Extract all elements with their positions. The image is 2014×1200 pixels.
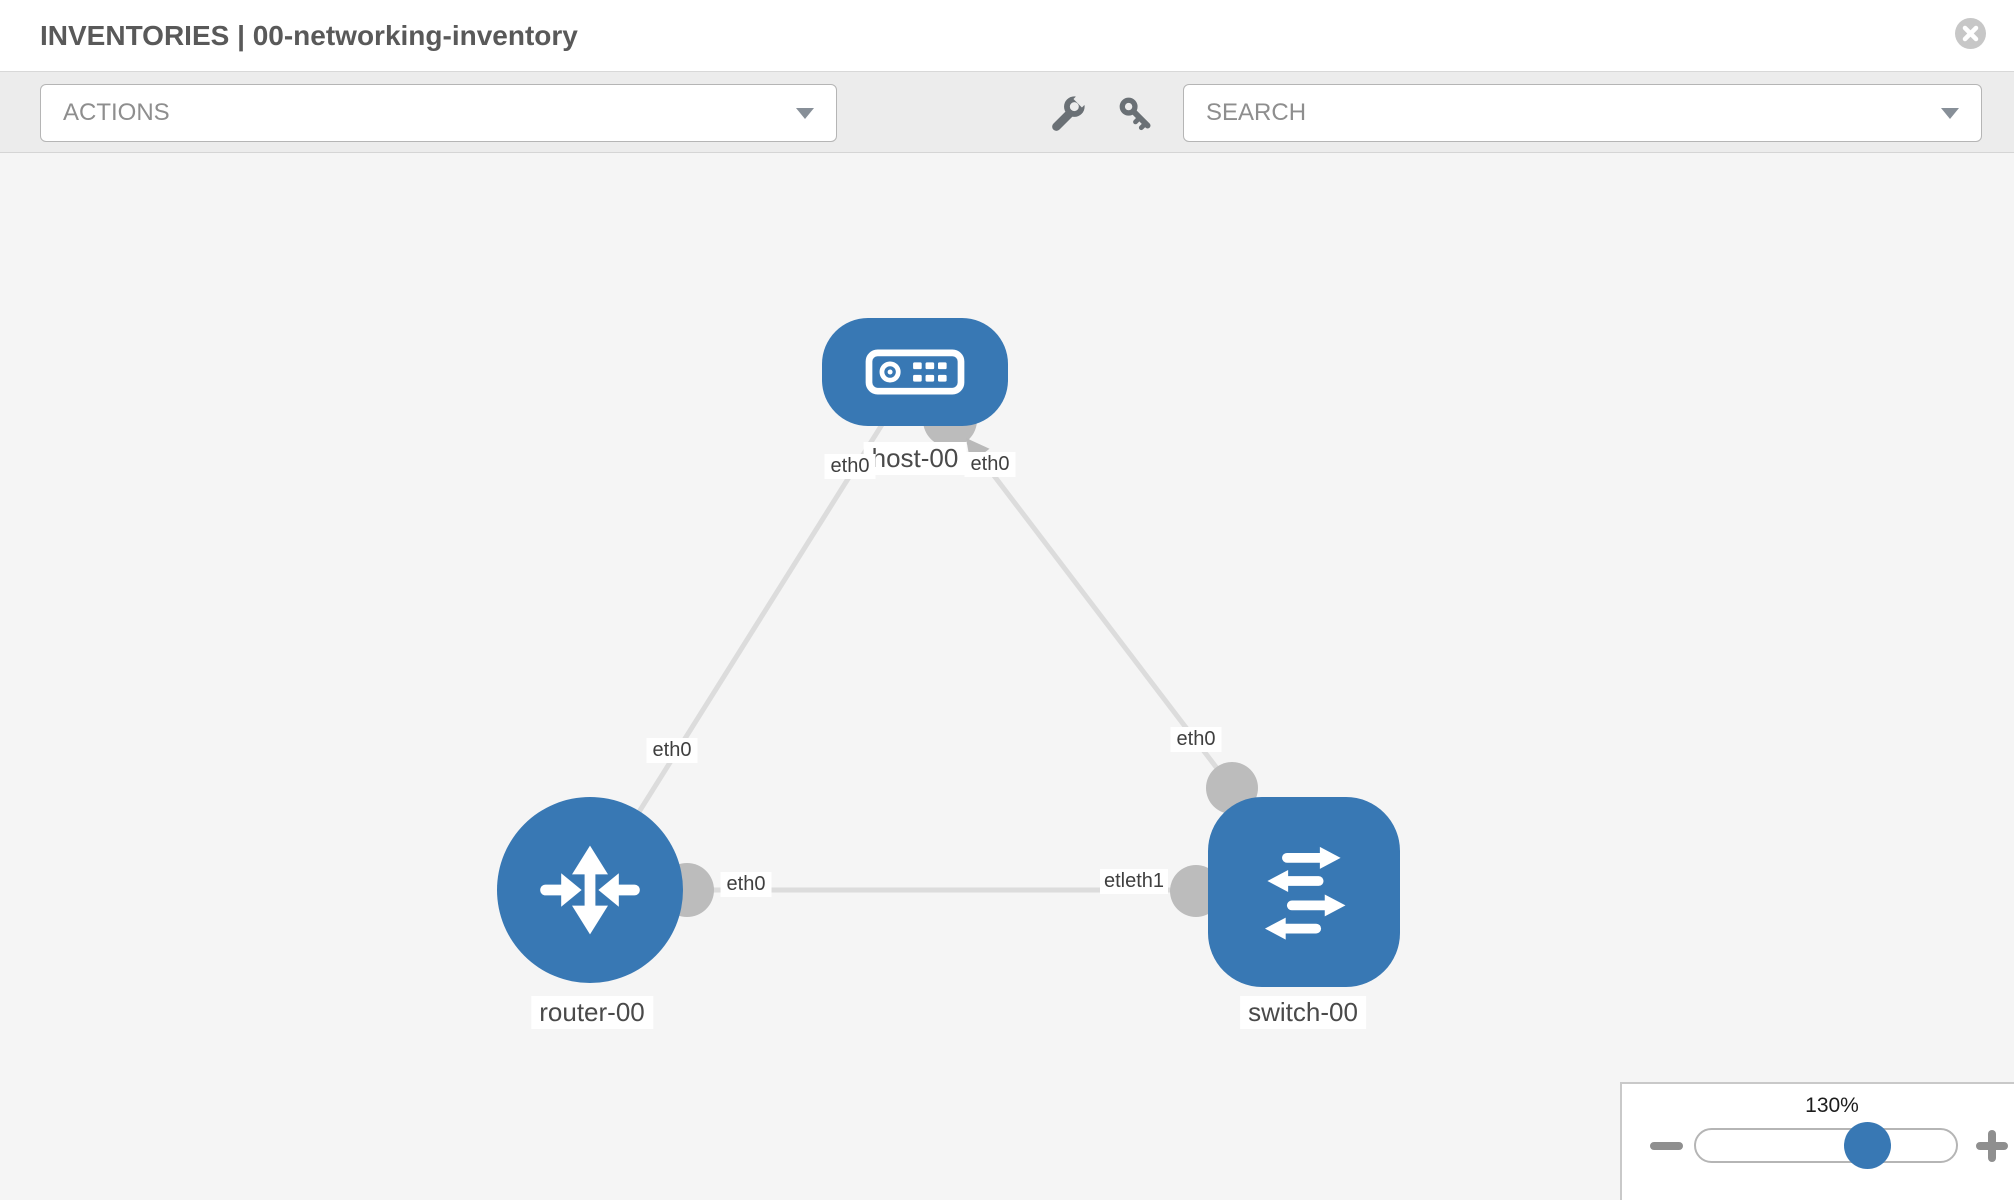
iface-label-router-diag: eth0 bbox=[646, 738, 698, 763]
node-label-switch: switch-00 bbox=[1240, 996, 1366, 1029]
iface-label-host-left: eth0 bbox=[824, 454, 876, 479]
zoom-slider-thumb[interactable] bbox=[1844, 1122, 1891, 1169]
switch-icon bbox=[1264, 846, 1346, 940]
zoom-slider[interactable] bbox=[1694, 1128, 1958, 1163]
node-label-router: router-00 bbox=[531, 996, 653, 1029]
iface-label-router-horiz: eth0 bbox=[720, 872, 772, 897]
search-dropdown-label: SEARCH bbox=[1206, 99, 1307, 126]
iface-label-fragment: etl bbox=[1104, 870, 1126, 892]
search-dropdown[interactable]: SEARCH bbox=[1183, 84, 1982, 142]
topology-canvas[interactable]: host-00 router-00 switch-00 eth0 eth0 et… bbox=[0, 153, 2014, 1200]
iface-label-switch-diag: eth0 bbox=[1170, 727, 1222, 752]
iface-label-switch-horiz: etleth1 bbox=[1100, 869, 1169, 894]
credentials-button[interactable] bbox=[1115, 92, 1157, 136]
configure-button[interactable] bbox=[1047, 92, 1089, 136]
iface-label-host-right: eth0 bbox=[964, 452, 1016, 477]
key-icon bbox=[1119, 97, 1151, 131]
iface-label-eth1: eth1 bbox=[1125, 870, 1165, 892]
router-icon bbox=[540, 845, 640, 935]
toolbar: ACTIONS SEARCH bbox=[0, 71, 2014, 153]
close-button[interactable] bbox=[1955, 18, 1986, 49]
zoom-out-button[interactable] bbox=[1650, 1142, 1683, 1150]
close-icon bbox=[1962, 25, 1979, 42]
node-label-host: host-00 bbox=[863, 442, 967, 475]
plus-icon bbox=[1988, 1130, 1996, 1162]
node-host-00[interactable] bbox=[822, 318, 1008, 426]
zoom-level-value: 130% bbox=[1805, 1094, 1859, 1117]
chevron-down-icon bbox=[796, 107, 814, 119]
zoom-control-panel: 130% bbox=[1620, 1082, 2014, 1200]
page-title: INVENTORIES | 00-networking-inventory bbox=[40, 19, 578, 51]
zoom-in-button[interactable] bbox=[1976, 1130, 2008, 1162]
chevron-down-icon bbox=[1941, 107, 1959, 119]
actions-dropdown[interactable]: ACTIONS bbox=[40, 84, 837, 142]
node-router-00[interactable] bbox=[497, 797, 683, 983]
header: INVENTORIES | 00-networking-inventory bbox=[0, 0, 2014, 71]
host-icon bbox=[865, 349, 965, 395]
node-switch-00[interactable] bbox=[1208, 797, 1400, 987]
actions-dropdown-label: ACTIONS bbox=[63, 99, 170, 126]
wrench-icon bbox=[1052, 94, 1087, 131]
